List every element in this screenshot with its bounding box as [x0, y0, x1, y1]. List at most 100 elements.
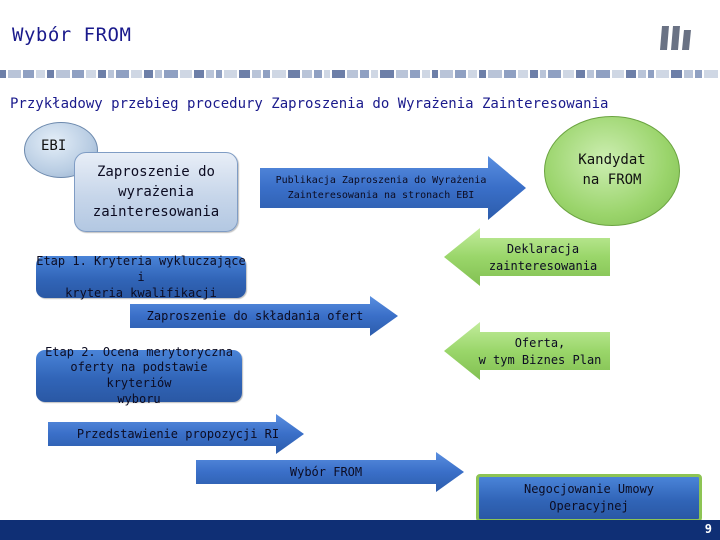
- stripe-segment: [224, 70, 237, 78]
- stripe-segment: [518, 70, 528, 78]
- stripe-segment: [314, 70, 322, 78]
- stripe-segment: [56, 70, 70, 78]
- negotiation-line-1: Negocjowanie Umowy: [523, 481, 655, 496]
- presentation-arrow: [48, 414, 304, 454]
- stripe-segment: [504, 70, 516, 78]
- stripe-segment: [648, 70, 654, 78]
- stripe-segment: [108, 70, 114, 78]
- stripe-segment: [410, 70, 420, 78]
- stripe-segment: [36, 70, 45, 78]
- stripe-segment: [684, 70, 693, 78]
- stripe-segment: [671, 70, 682, 78]
- stripe-segment: [288, 70, 300, 78]
- stage1-box: Etap 1. Kryteria wykluczające i kryteria…: [36, 253, 246, 301]
- stripe-segment: [155, 70, 162, 78]
- declaration-label: Deklaracja zainteresowania: [478, 240, 608, 276]
- stripe-segment: [396, 70, 408, 78]
- stripe-segment: [596, 70, 610, 78]
- stripe-segment: [239, 70, 250, 78]
- publication-label: Publikacja Zaproszenia do Wyrażenia Zain…: [264, 168, 498, 208]
- declaration-line-2: zainteresowania: [488, 259, 598, 273]
- stage1-line-1: Etap 1. Kryteria wykluczające i: [36, 253, 246, 284]
- stripe-segment: [216, 70, 222, 78]
- stripe-segment: [263, 70, 270, 78]
- stripe-segment: [488, 70, 502, 78]
- stripe-segment: [638, 70, 646, 78]
- declaration-line-1: Deklaracja: [506, 242, 580, 257]
- stripe-segment: [530, 70, 538, 78]
- stripe-segment: [626, 70, 636, 78]
- declaration-arrow: [444, 228, 610, 286]
- stripe-segment: [98, 70, 106, 78]
- stripe-segment: [8, 70, 21, 78]
- publication-line-1: Publikacja Zaproszenia do Wyrażenia: [275, 175, 487, 186]
- stripe-segment: [180, 70, 192, 78]
- stripe-segment: [324, 70, 330, 78]
- publication-line-2: Zainteresowania na stronach EBI: [287, 190, 475, 201]
- page-number: 9: [704, 522, 712, 536]
- publication-arrow: [260, 156, 526, 220]
- candidate-line-2: na FROM: [582, 172, 642, 188]
- presentation-label: Przedstawienie propozycji RI: [76, 427, 280, 441]
- stripe-segment: [656, 70, 669, 78]
- offer-arrow: [444, 322, 610, 380]
- invitation-line-1: Zaproszenie do: [96, 163, 215, 180]
- stripe-segment: [86, 70, 96, 78]
- stripe-segment: [206, 70, 214, 78]
- stripe-segment: [302, 70, 312, 78]
- stripe-segment: [131, 70, 142, 78]
- stage2-box: Etap 2. Ocena merytoryczna oferty na pod…: [36, 345, 242, 406]
- stripe-segment: [23, 70, 34, 78]
- ebi-label: EBI: [41, 138, 67, 154]
- stripe-segment: [576, 70, 585, 78]
- stripe-segment: [252, 70, 261, 78]
- stripe-segment: [380, 70, 394, 78]
- ebi-node: EBI: [24, 122, 98, 178]
- stage2-line-1: Etap 2. Ocena merytoryczna: [45, 344, 233, 359]
- invitation-box: Zaproszenie do wyrażenia zainteresowania: [74, 152, 238, 232]
- stripe-segment: [548, 70, 561, 78]
- logo-icon: [660, 26, 691, 50]
- stripe-segment: [371, 70, 378, 78]
- stripe-segment: [0, 70, 6, 78]
- stage1-line-2: kryteria kwalifikacji: [65, 286, 217, 301]
- offer-line-1: Oferta,: [514, 336, 566, 351]
- selection-label: Wybór FROM: [289, 465, 363, 479]
- stripe-segment: [72, 70, 84, 78]
- stripe-segment: [479, 70, 486, 78]
- offer-label: Oferta, w tym Biznes Plan: [470, 334, 610, 370]
- stripe-segment: [347, 70, 358, 78]
- stripe-segment: [272, 70, 286, 78]
- stripe-segment: [194, 70, 204, 78]
- offer-invitation-label: Zaproszenie do składania ofert: [146, 309, 364, 323]
- stripe-segment: [440, 70, 453, 78]
- stripe-segment: [144, 70, 153, 78]
- stripe-segment: [422, 70, 430, 78]
- page-subtitle: Przykładowy przebieg procedury Zaproszen…: [10, 96, 609, 112]
- stripe-segment: [164, 70, 178, 78]
- selection-arrow: [196, 452, 464, 492]
- page-title: Wybór FROM: [12, 24, 132, 46]
- stripe-segment: [47, 70, 54, 78]
- stage2-line-3: wyboru: [117, 391, 161, 406]
- stripe-segment: [360, 70, 369, 78]
- stripe-segment: [704, 70, 718, 78]
- stripe-segment: [455, 70, 466, 78]
- candidate-node: Kandydat na FROM: [544, 116, 680, 226]
- header-stripe: [0, 70, 718, 78]
- offer-line-2: w tym Biznes Plan: [478, 353, 602, 367]
- footer-bar: 9: [0, 520, 720, 540]
- negotiation-line-2: Operacyjnej: [549, 499, 629, 513]
- stripe-segment: [540, 70, 546, 78]
- invitation-line-3: zainteresowania: [92, 204, 220, 221]
- stripe-segment: [587, 70, 594, 78]
- offer-invitation-arrow: [130, 296, 398, 336]
- invitation-line-2: wyrażenia: [118, 183, 194, 200]
- stripe-segment: [563, 70, 574, 78]
- negotiation-box: Negocjowanie Umowy Operacyjnej: [476, 474, 702, 522]
- stripe-segment: [695, 70, 702, 78]
- stage2-line-2: oferty na podstawie kryteriów: [70, 360, 208, 390]
- stripe-segment: [612, 70, 624, 78]
- candidate-line-1: Kandydat: [578, 152, 646, 169]
- stripe-segment: [116, 70, 129, 78]
